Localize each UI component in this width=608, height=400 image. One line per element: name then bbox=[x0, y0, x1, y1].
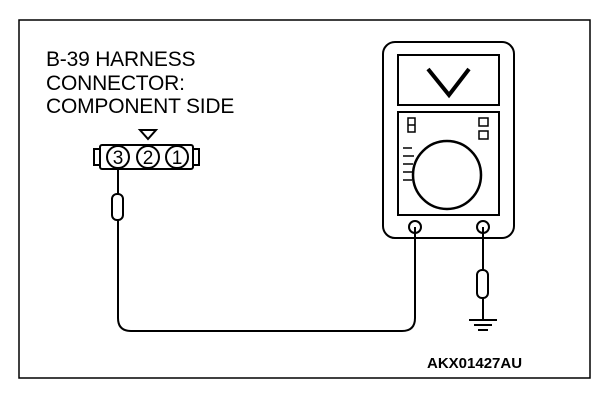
connector-right-ear bbox=[192, 148, 200, 166]
meter-panel-outline bbox=[397, 111, 500, 216]
pin-2-circle bbox=[136, 145, 160, 169]
pin-1-circle bbox=[165, 145, 189, 169]
meter-body bbox=[382, 41, 515, 239]
ground-icon bbox=[469, 319, 497, 331]
meter-display-v-symbol bbox=[426, 67, 471, 99]
meter-indicator-right bbox=[478, 130, 489, 140]
probe-icon bbox=[111, 168, 124, 221]
title-line-2: CONNECTOR: bbox=[46, 71, 185, 95]
ground-probe bbox=[476, 233, 489, 320]
pin-3-label: 3 bbox=[113, 148, 124, 169]
title-line-1: B-39 HARNESS bbox=[46, 48, 196, 71]
test-lead-wire bbox=[117, 220, 416, 332]
meter-indicator-top-right bbox=[478, 117, 489, 127]
figure-code: AKX01427AU bbox=[427, 355, 523, 372]
title-line-3: COMPONENT SIDE bbox=[46, 95, 235, 118]
connector-key-triangle bbox=[137, 129, 159, 141]
connector-probe-body bbox=[111, 193, 124, 221]
meter-range-scale bbox=[403, 147, 414, 181]
meter-display bbox=[397, 54, 500, 106]
pin-2-label: 2 bbox=[143, 148, 154, 169]
figure-border bbox=[18, 19, 591, 379]
connector-left-ear bbox=[93, 148, 101, 166]
pin-1-label: 1 bbox=[172, 148, 183, 169]
multimeter-icon bbox=[382, 41, 515, 239]
connector-title: B-39 HARNESS CONNECTOR: COMPONENT SIDE bbox=[46, 48, 234, 119]
meter-rotary-dial bbox=[411, 139, 483, 211]
